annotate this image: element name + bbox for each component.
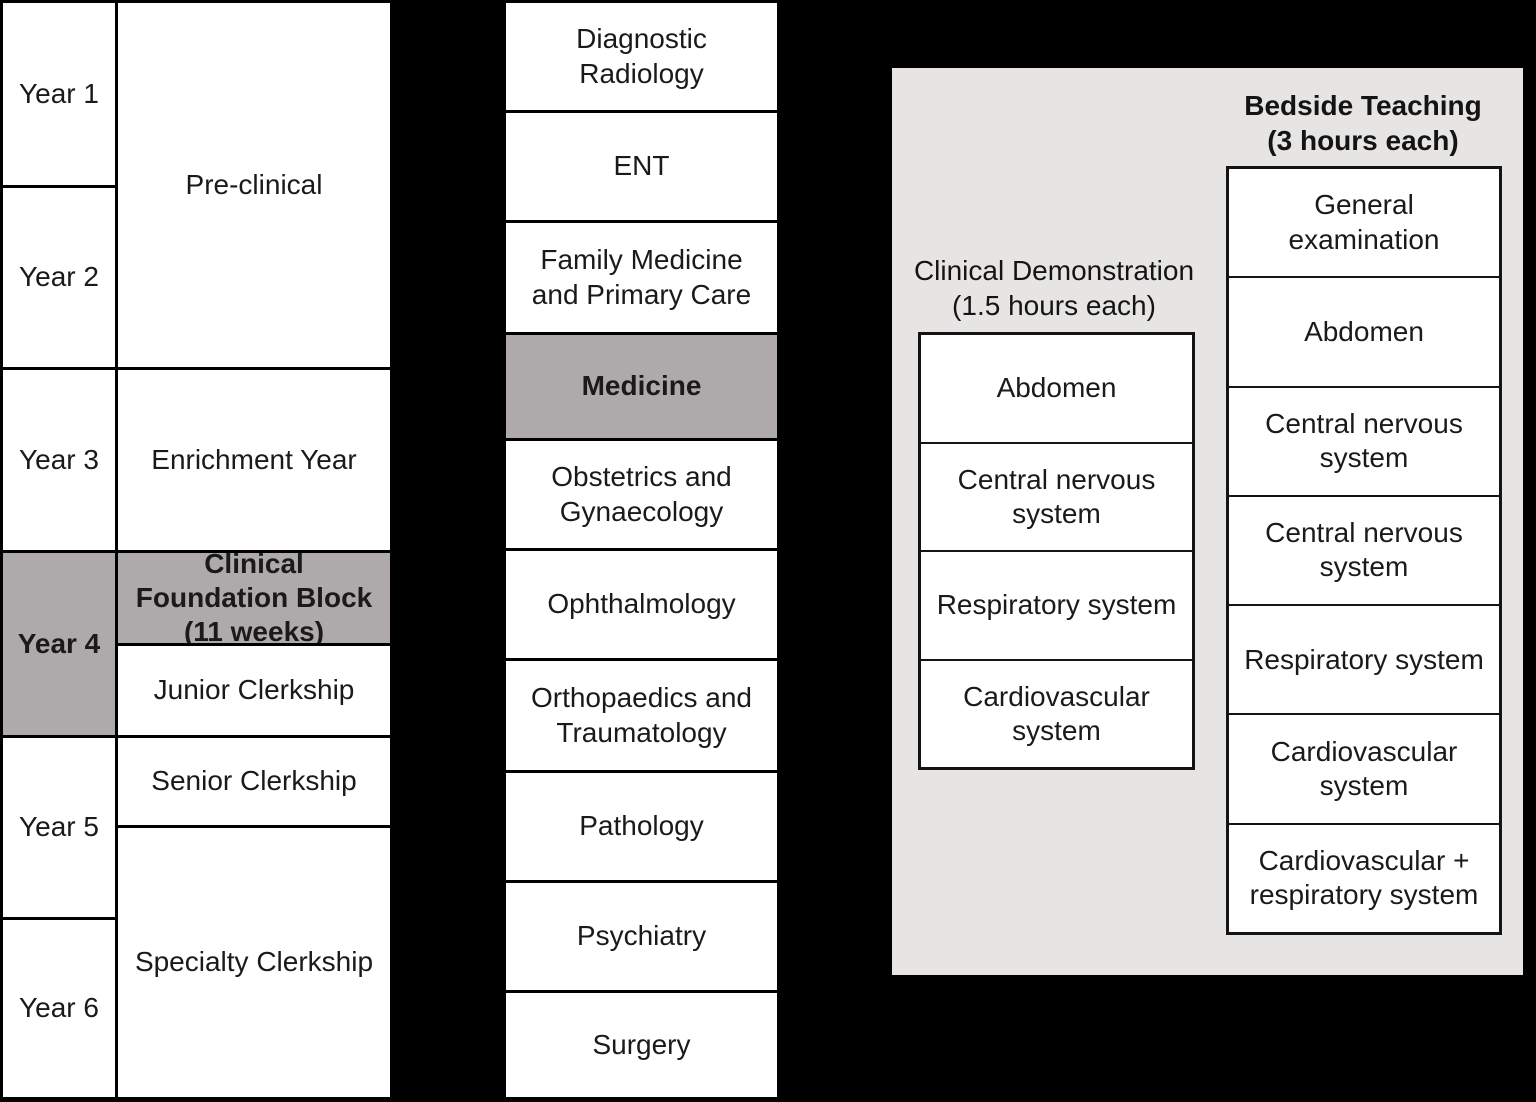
specialty-ent: ENT bbox=[503, 110, 780, 223]
year-6-cell: Year 6 bbox=[0, 917, 118, 1100]
phase-junior-clerkship-cell: Junior Clerkship bbox=[115, 643, 393, 738]
bedside-row-abdomen: Abdomen bbox=[1229, 276, 1499, 385]
clinical-demo-row-cardiovascular: Cardiovascular system bbox=[921, 658, 1192, 768]
clinical-demonstration-title-line2: (1.5 hours each) bbox=[952, 290, 1156, 321]
specialty-pathology: Pathology bbox=[503, 770, 780, 883]
clinical-demonstration-table: Abdomen Central nervous system Respirato… bbox=[918, 332, 1195, 770]
specialty-medicine: Medicine bbox=[503, 332, 780, 441]
year-2-cell: Year 2 bbox=[0, 185, 118, 370]
year-1-cell: Year 1 bbox=[0, 0, 118, 188]
bedside-teaching-title: Bedside Teaching (3 hours each) bbox=[1213, 88, 1513, 158]
bedside-teaching-table: General examination Abdomen Central nerv… bbox=[1226, 166, 1502, 935]
specialty-diagnostic-radiology: Diagnostic Radiology bbox=[503, 0, 780, 113]
specialty-ophthalmology: Ophthalmology bbox=[503, 548, 780, 661]
specialty-obstetrics-gynaecology: Obstetrics and Gynaecology bbox=[503, 438, 780, 551]
bedside-teaching-title-line1: Bedside Teaching bbox=[1244, 90, 1482, 121]
clinical-demo-row-abdomen: Abdomen bbox=[996, 372, 1117, 404]
bedside-row-respiratory: Respiratory system bbox=[1229, 604, 1499, 713]
bedside-teaching-title-line2: (3 hours each) bbox=[1267, 125, 1459, 156]
year-5-cell: Year 5 bbox=[0, 735, 118, 920]
bedside-row-cardio-respiratory: Cardiovascular + respiratory system bbox=[1229, 822, 1499, 932]
clinical-demonstration-title-line1: Clinical Demonstration bbox=[913, 255, 1195, 286]
year-4-cell: Year 4 bbox=[0, 550, 118, 738]
phase-enrichment-year-cell: Enrichment Year bbox=[115, 367, 393, 553]
phase-pre-clinical-cell: Pre-clinical bbox=[115, 0, 393, 370]
phase-specialty-clerkship-cell: Specialty Clerkship bbox=[115, 825, 393, 1100]
clinical-demo-row-respiratory: Respiratory system bbox=[921, 550, 1192, 659]
specialty-surgery: Surgery bbox=[503, 990, 780, 1100]
bedside-row-cns-1: Central nervous system bbox=[1229, 385, 1499, 495]
specialty-orthopaedics-traumatology: Orthopaedics and Traumatology bbox=[503, 658, 780, 773]
bedside-row-cns-2: Central nervous system bbox=[1229, 494, 1499, 604]
phase-senior-clerkship-cell: Senior Clerkship bbox=[115, 735, 393, 828]
clinical-demonstration-title: Clinical Demonstration (1.5 hours each) bbox=[904, 253, 1204, 323]
specialty-family-medicine: Family Medicine and Primary Care bbox=[503, 220, 780, 335]
teaching-detail-panel: Clinical Demonstration (1.5 hours each) … bbox=[892, 68, 1523, 975]
clinical-demo-row-cns: Central nervous system bbox=[921, 441, 1192, 551]
specialty-psychiatry: Psychiatry bbox=[503, 880, 780, 993]
bedside-row-general-examination: General examination bbox=[1288, 189, 1440, 255]
year-3-cell: Year 3 bbox=[0, 367, 118, 553]
phase-clinical-foundation-block-cell: Clinical Foundation Block (11 weeks) bbox=[115, 548, 393, 647]
bedside-row-cardiovascular: Cardiovascular system bbox=[1229, 713, 1499, 822]
